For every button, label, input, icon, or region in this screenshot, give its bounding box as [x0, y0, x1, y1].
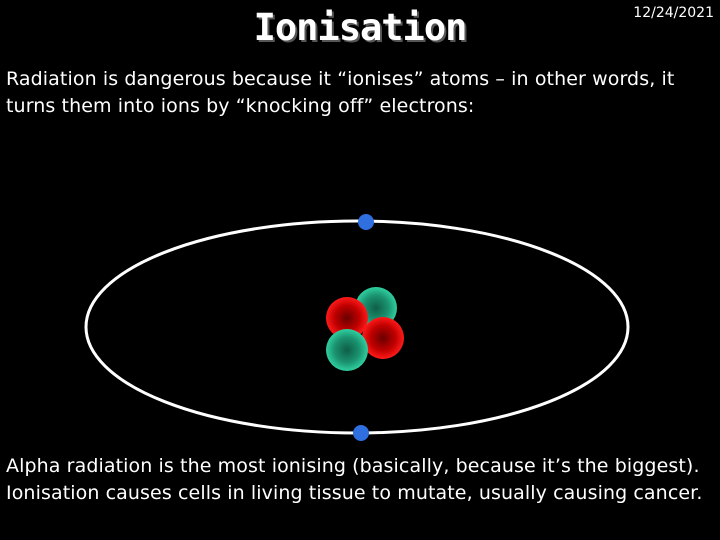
- footer-paragraph: Alpha radiation is the most ionising (ba…: [6, 453, 714, 507]
- electron-bottom: [353, 425, 369, 441]
- proton-right: [362, 317, 404, 359]
- neutron-bottom: [326, 329, 368, 371]
- electron-top: [358, 214, 374, 230]
